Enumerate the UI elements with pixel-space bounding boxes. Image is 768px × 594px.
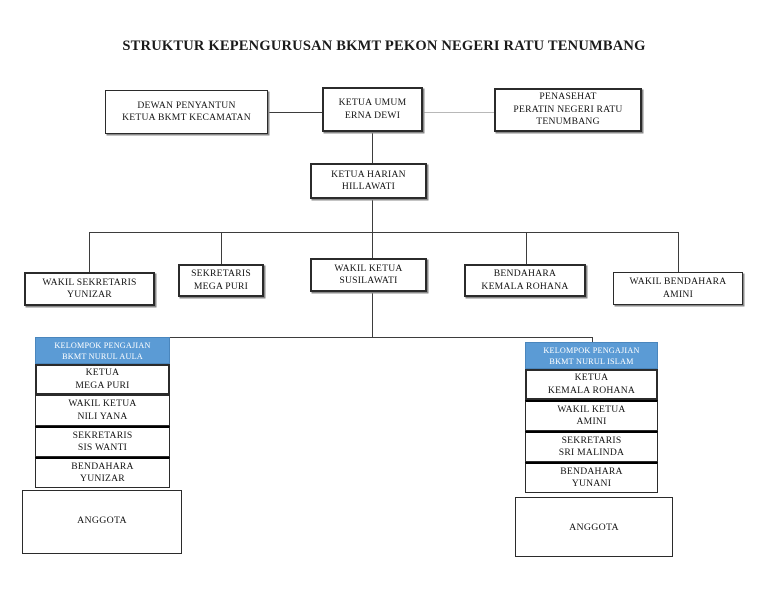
node-wakil-sekretaris-line2: YUNIZAR [67, 289, 112, 300]
row-role: SEKRETARIS [72, 429, 133, 441]
node-sekretaris[interactable]: SEKRETARIS MEGA PURI [178, 264, 264, 297]
connector-bus-to-wakil-ketua [372, 232, 373, 258]
group-nurul-islam-row-bendahara[interactable]: BENDAHARA YUNANI [525, 462, 658, 493]
group-nurul-islam-header-line1: KELOMPOK PENGAJIAN [543, 345, 640, 355]
node-ketua-harian-line1: KETUA HARIAN [331, 168, 406, 180]
node-penasehat-line3: TENUMBANG [536, 116, 600, 128]
node-ketua-umum-line1: KETUA UMUM [338, 97, 407, 108]
connector-ketuaumum-penasehat [423, 112, 494, 113]
connector-bus-to-wakil-bendahara [678, 232, 679, 272]
row-name: YUNIZAR [80, 473, 125, 484]
group-nurul-islam-anggota[interactable]: ANGGOTA [515, 497, 673, 557]
connector-bus-to-wakil-sekretaris [89, 232, 90, 272]
group-nurul-aula-row-wakil-ketua[interactable]: WAKIL KETUA NILI YANA [35, 395, 170, 426]
group-header-nurul-islam[interactable]: KELOMPOK PENGAJIAN BKMT NURUL ISLAM [525, 342, 658, 369]
node-wakil-bendahara[interactable]: WAKIL BENDAHARA AMINI [613, 272, 743, 305]
group-nurul-aula-header-line1: KELOMPOK PENGAJIAN [54, 340, 151, 350]
row-role: BENDAHARA [71, 460, 134, 472]
row-name: SRI MALINDA [558, 447, 625, 458]
row-name: AMINI [576, 416, 607, 427]
group-nurul-aula-anggota[interactable]: ANGGOTA [22, 490, 182, 554]
row-name: NILI YANA [77, 410, 128, 422]
node-penasehat-line2: PERATIN NEGERI RATU [513, 103, 623, 115]
node-wakil-bendahara-line2: AMINI [662, 288, 694, 300]
group-header-nurul-aula[interactable]: KELOMPOK PENGAJIAN BKMT NURUL AULA [35, 337, 170, 364]
row-name: SIS WANTI [77, 442, 128, 453]
node-wakil-ketua[interactable]: WAKIL KETUA SUSILAWATI [310, 258, 427, 292]
node-wakil-sekretaris-line1: WAKIL SEKRETARIS [42, 276, 137, 288]
row-name: YUNANI [571, 478, 612, 489]
connector-level3-bus [89, 232, 678, 233]
node-sekretaris-line2: MEGA PURI [193, 280, 249, 292]
node-penasehat[interactable]: PENASEHAT PERATIN NEGERI RATU TENUMBANG [494, 88, 642, 132]
row-name: MEGA PURI [75, 379, 130, 391]
group-nurul-aula-row-sekretaris[interactable]: SEKRETARIS SIS WANTI [35, 426, 170, 457]
row-name: KEMALA ROHANA [547, 384, 636, 396]
group-nurul-islam-row-sekretaris[interactable]: SEKRETARIS SRI MALINDA [525, 431, 658, 462]
group-nurul-islam-header-line2: BKMT NURUL ISLAM [549, 356, 634, 366]
row-role: KETUA [85, 367, 120, 378]
connector-bus-to-sekretaris [221, 232, 222, 264]
node-dewan-penyantun[interactable]: DEWAN PENYANTUN KETUA BKMT KECAMATAN [105, 90, 268, 134]
group-nurul-islam-row-ketua[interactable]: KETUA KEMALA ROHANA [525, 369, 658, 400]
node-wakil-sekretaris[interactable]: WAKIL SEKRETARIS YUNIZAR [24, 272, 155, 306]
node-bendahara[interactable]: BENDAHARA KEMALA ROHANA [464, 264, 586, 297]
row-role: KETUA [574, 372, 609, 383]
group-nurul-aula-header-line2: BKMT NURUL AULA [62, 351, 143, 361]
group-nurul-islam-row-wakil-ketua[interactable]: WAKIL KETUA AMINI [525, 400, 658, 431]
connector-wakilketua-drop [372, 292, 373, 337]
node-ketua-umum[interactable]: KETUA UMUM ERNA DEWI [322, 87, 423, 132]
node-sekretaris-line1: SEKRETARIS [191, 268, 251, 279]
node-ketua-umum-line2: ERNA DEWI [344, 109, 401, 121]
node-wakil-bendahara-line1: WAKIL BENDAHARA [629, 276, 727, 287]
node-bendahara-line1: BENDAHARA [493, 268, 557, 279]
node-bendahara-line2: KEMALA ROHANA [481, 280, 569, 292]
connector-level4-bus [95, 337, 592, 338]
connector-ketuaharian-drop [372, 199, 373, 232]
group-nurul-aula-row-ketua[interactable]: KETUA MEGA PURI [35, 364, 170, 395]
row-role: BENDAHARA [560, 465, 623, 477]
node-ketua-harian-line2: HILLAWATI [341, 181, 396, 192]
node-dewan-line2: KETUA BKMT KECAMATAN [122, 112, 251, 123]
group-nurul-aula-row-bendahara[interactable]: BENDAHARA YUNIZAR [35, 457, 170, 488]
node-wakil-ketua-line2: SUSILAWATI [339, 275, 398, 286]
page-title: STRUKTUR KEPENGURUSAN BKMT PEKON NEGERI … [122, 38, 646, 54]
connector-ketuaumum-to-ketuaharian [372, 132, 373, 163]
node-dewan-line1: DEWAN PENYANTUN [137, 99, 236, 111]
node-penasehat-line1: PENASEHAT [539, 91, 597, 103]
row-role: WAKIL KETUA [557, 403, 626, 415]
row-role: WAKIL KETUA [68, 398, 137, 409]
connector-bus-to-bendahara [526, 232, 527, 264]
connector-ketuaumum-dewan [268, 112, 323, 113]
node-wakil-ketua-line1: WAKIL KETUA [334, 262, 403, 274]
row-role: SEKRETARIS [561, 434, 622, 446]
node-ketua-harian[interactable]: KETUA HARIAN HILLAWATI [310, 163, 427, 199]
